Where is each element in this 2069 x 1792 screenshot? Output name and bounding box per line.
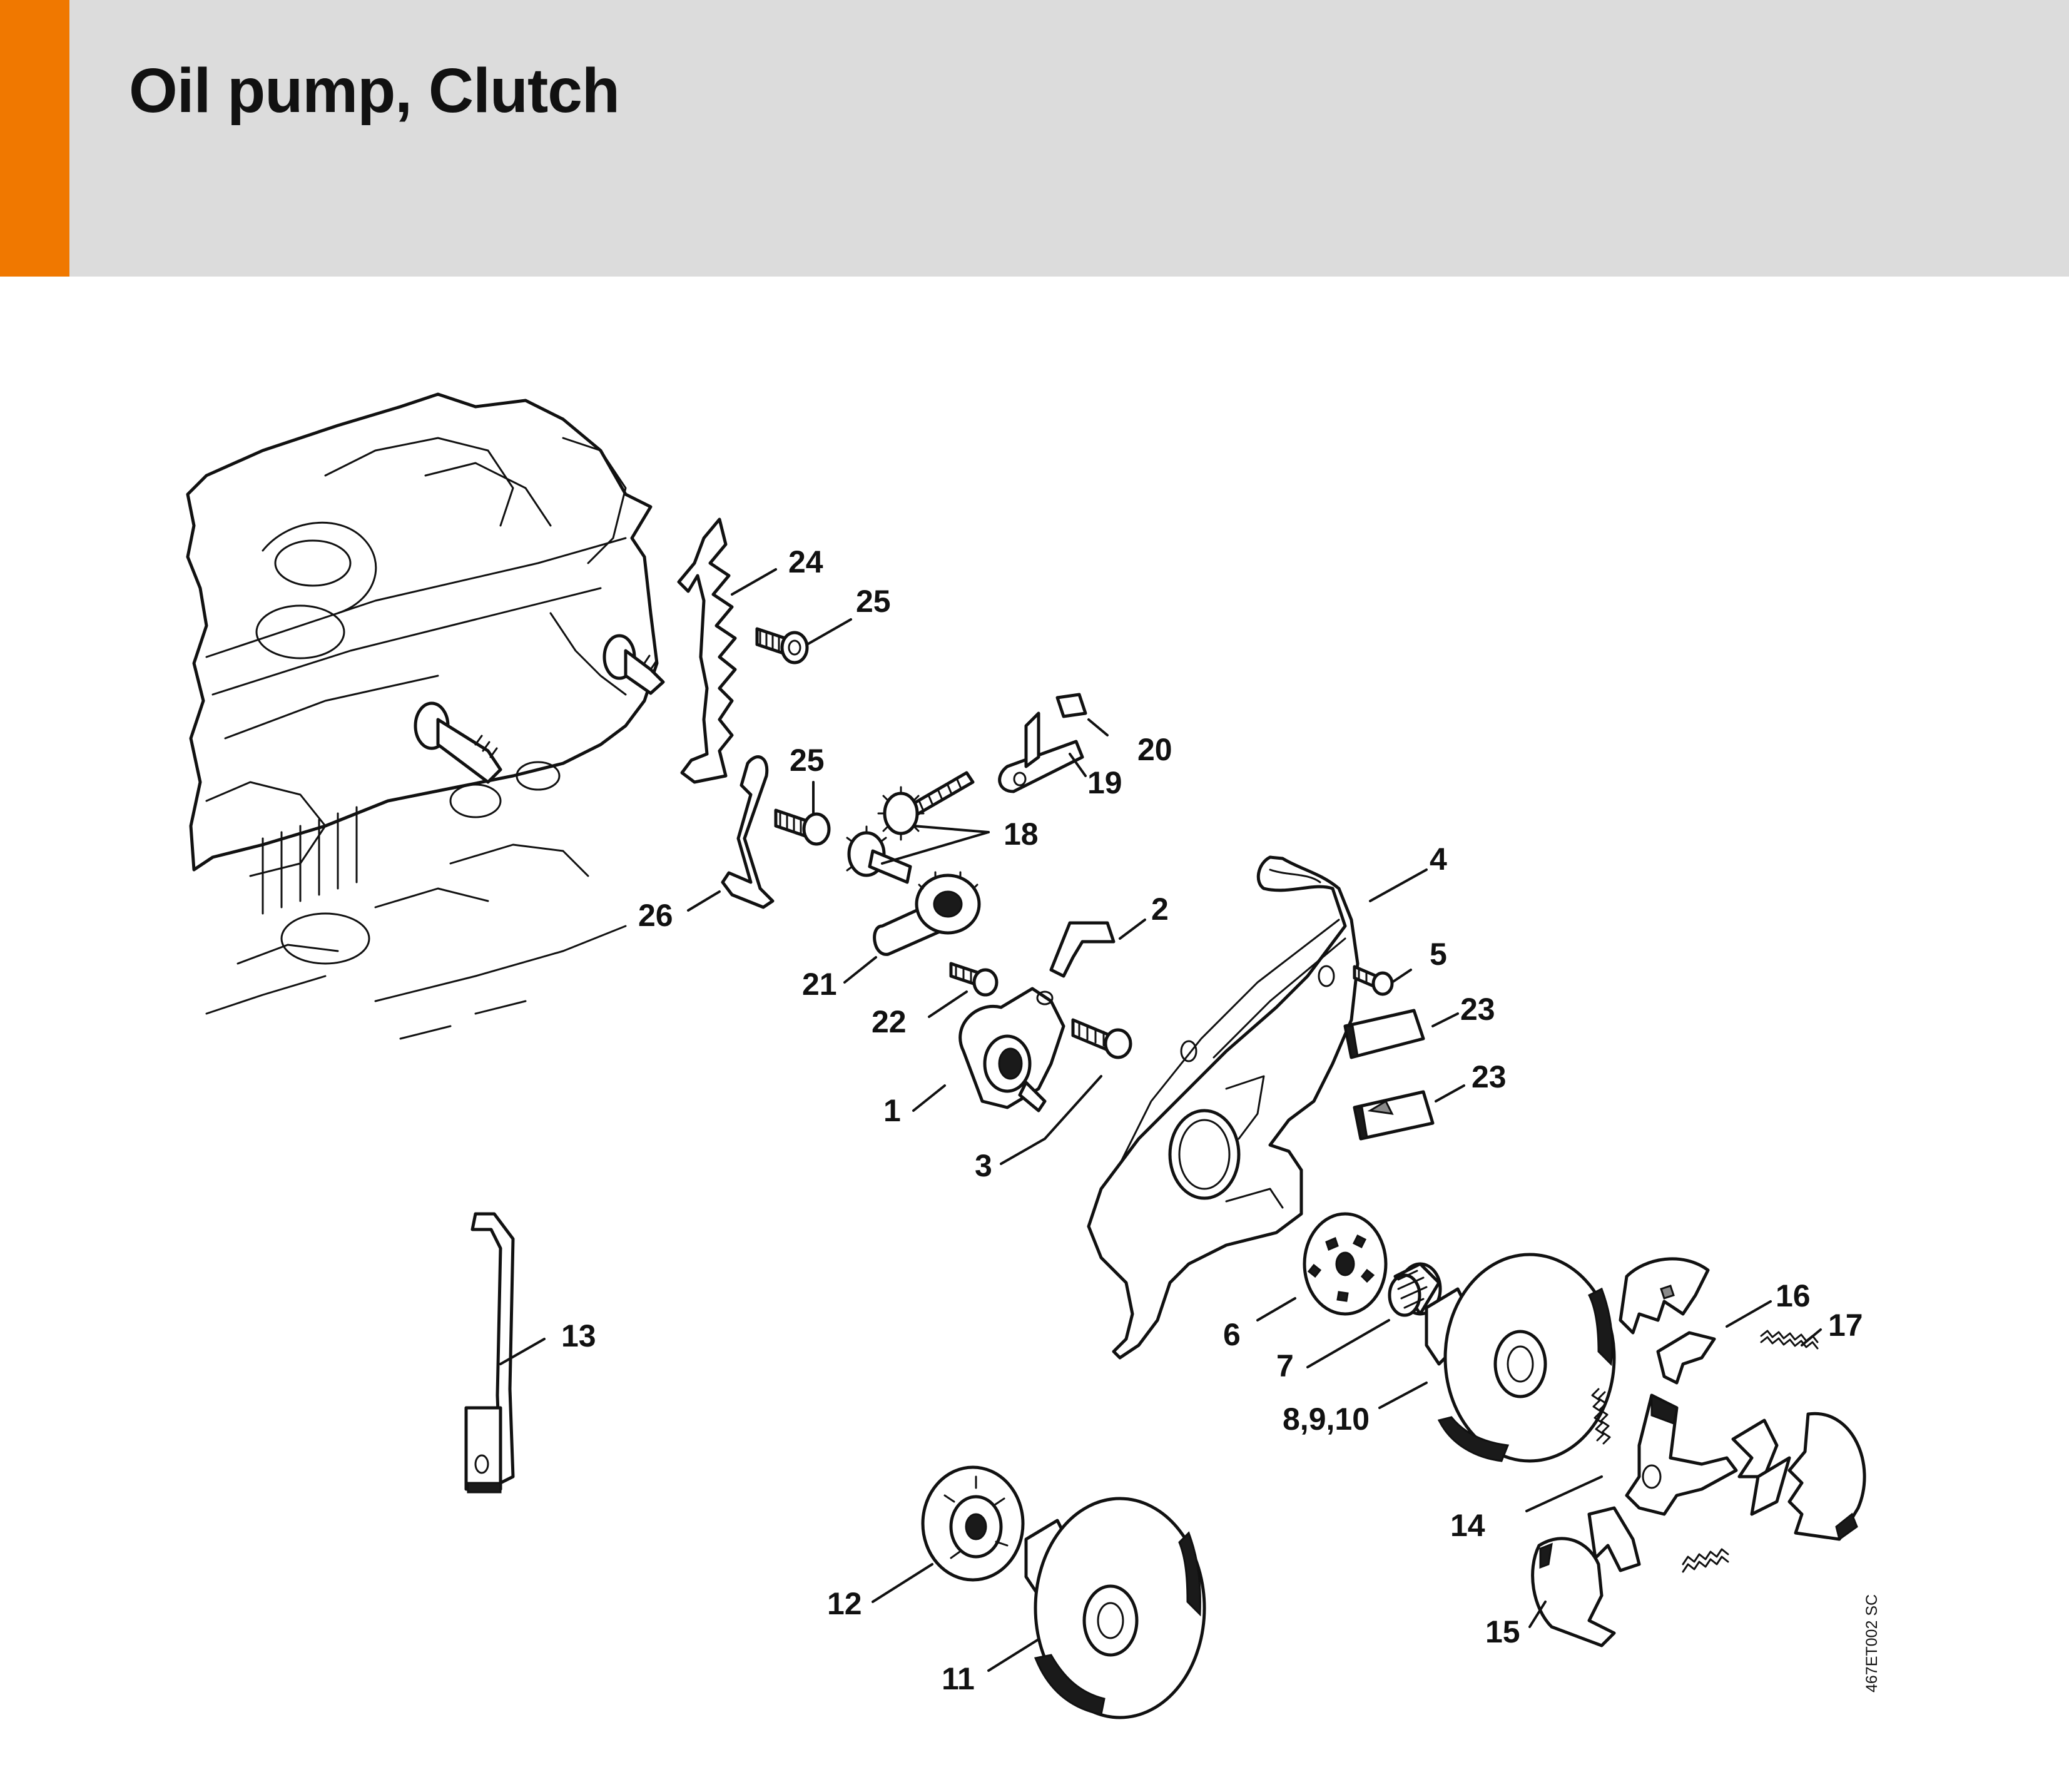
callout-4: 4 — [1430, 842, 1447, 877]
callout-25: 25 — [790, 743, 825, 778]
leader-1 — [912, 1084, 946, 1112]
part-3-drawing — [1071, 1018, 1132, 1059]
part-11-drawing — [1024, 1497, 1206, 1719]
leader-18a — [912, 825, 990, 833]
callout-17: 17 — [1828, 1308, 1863, 1343]
part-23-pad-lower — [1353, 1090, 1435, 1141]
leader-14 — [1525, 1475, 1603, 1512]
leader-16 — [1726, 1300, 1772, 1328]
callout-15: 15 — [1485, 1614, 1520, 1649]
part-15-shoe-bottom — [1531, 1506, 1641, 1647]
callout-7: 7 — [1276, 1348, 1294, 1383]
leader-21 — [843, 956, 877, 984]
part-4-drawing — [1087, 855, 1360, 1360]
leader-7 — [1306, 1319, 1390, 1368]
callout-6: 6 — [1223, 1317, 1241, 1352]
callout-21: 21 — [802, 967, 837, 1002]
part-12-drawing — [921, 1465, 1025, 1582]
part-19-drawing — [998, 740, 1084, 793]
part-5-drawing — [1353, 965, 1394, 996]
callout-22: 22 — [872, 1004, 907, 1039]
leader-13 — [499, 1338, 546, 1365]
part-7-drawing — [1388, 1262, 1442, 1317]
header-bar: Oil pump, Clutch — [0, 0, 2069, 277]
part-16-drawing — [1619, 1257, 1716, 1385]
callout-8-9-10: 8,9,10 — [1283, 1402, 1370, 1437]
leader-15 — [1528, 1601, 1547, 1628]
leader-3b — [1044, 1075, 1102, 1140]
leader-18b — [881, 831, 990, 865]
leader-17 — [1801, 1328, 1822, 1347]
part-24-drawing — [677, 517, 737, 784]
part-26-drawing — [721, 755, 775, 909]
callout-26: 26 — [638, 898, 673, 933]
leader-5 — [1391, 969, 1412, 984]
leader-23a — [1431, 1012, 1459, 1027]
drawing-code: 467ET002 SC — [1863, 1594, 1881, 1693]
part-23-pad-upper — [1343, 1009, 1425, 1059]
part-25-screw-lower — [774, 808, 831, 846]
callout-13: 13 — [561, 1318, 596, 1353]
callout-labels: 24 25 20 19 25 18 4 2 26 5 21 23 22 23 1… — [561, 544, 1863, 1696]
part-25-screw-upper — [755, 627, 809, 664]
callout-12: 12 — [827, 1586, 862, 1621]
part-22-drawing — [949, 962, 999, 997]
part-13-drawing — [464, 1212, 515, 1494]
leader-19 — [1069, 753, 1087, 777]
leader-23b — [1435, 1084, 1465, 1102]
part-8-9-10-drawing — [1425, 1253, 1616, 1463]
leader-4 — [1369, 868, 1428, 902]
part-20-drawing — [1055, 693, 1087, 718]
leader-25a — [806, 618, 852, 646]
part-18-drawing — [846, 771, 975, 884]
leader-26 — [687, 890, 721, 912]
callout-2: 2 — [1151, 892, 1169, 927]
leader-6 — [1256, 1297, 1296, 1321]
callout-1: 1 — [883, 1093, 901, 1128]
callout-3: 3 — [975, 1148, 992, 1183]
callout-18: 18 — [1004, 817, 1039, 852]
callout-25: 25 — [856, 584, 891, 619]
callout-11: 11 — [942, 1661, 975, 1696]
callout-5: 5 — [1430, 937, 1447, 972]
leader-24 — [731, 568, 777, 596]
page-title: Oil pump, Clutch — [129, 56, 620, 126]
part-21-drawing — [873, 871, 981, 956]
leader-lines — [499, 568, 1822, 1672]
part-2-drawing — [1049, 921, 1116, 978]
callout-23: 23 — [1460, 992, 1495, 1027]
callout-20: 20 — [1137, 732, 1172, 767]
leader-3 — [1000, 1138, 1046, 1165]
callout-24: 24 — [788, 544, 823, 579]
leader-8910 — [1378, 1382, 1428, 1409]
part-15-shoe-right — [1787, 1412, 1866, 1541]
leader-11 — [987, 1638, 1040, 1672]
part-1-drawing — [958, 987, 1065, 1112]
part-19-tab — [1024, 711, 1040, 768]
callout-16: 16 — [1776, 1278, 1811, 1313]
part-14-drawing — [1625, 1393, 1791, 1516]
callout-19: 19 — [1087, 765, 1122, 800]
part-6-drawing — [1303, 1212, 1388, 1316]
callout-23: 23 — [1472, 1059, 1507, 1094]
leader-20 — [1087, 718, 1109, 736]
leader-2 — [1119, 919, 1146, 940]
leader-12 — [872, 1563, 933, 1603]
part-17-spring-bottom — [1682, 1548, 1729, 1573]
part-17-spring-left — [1591, 1388, 1611, 1445]
accent-stripe — [0, 0, 69, 277]
leader-22 — [928, 990, 968, 1018]
engine-housing-drawing — [186, 392, 665, 1040]
callout-14: 14 — [1450, 1508, 1485, 1543]
